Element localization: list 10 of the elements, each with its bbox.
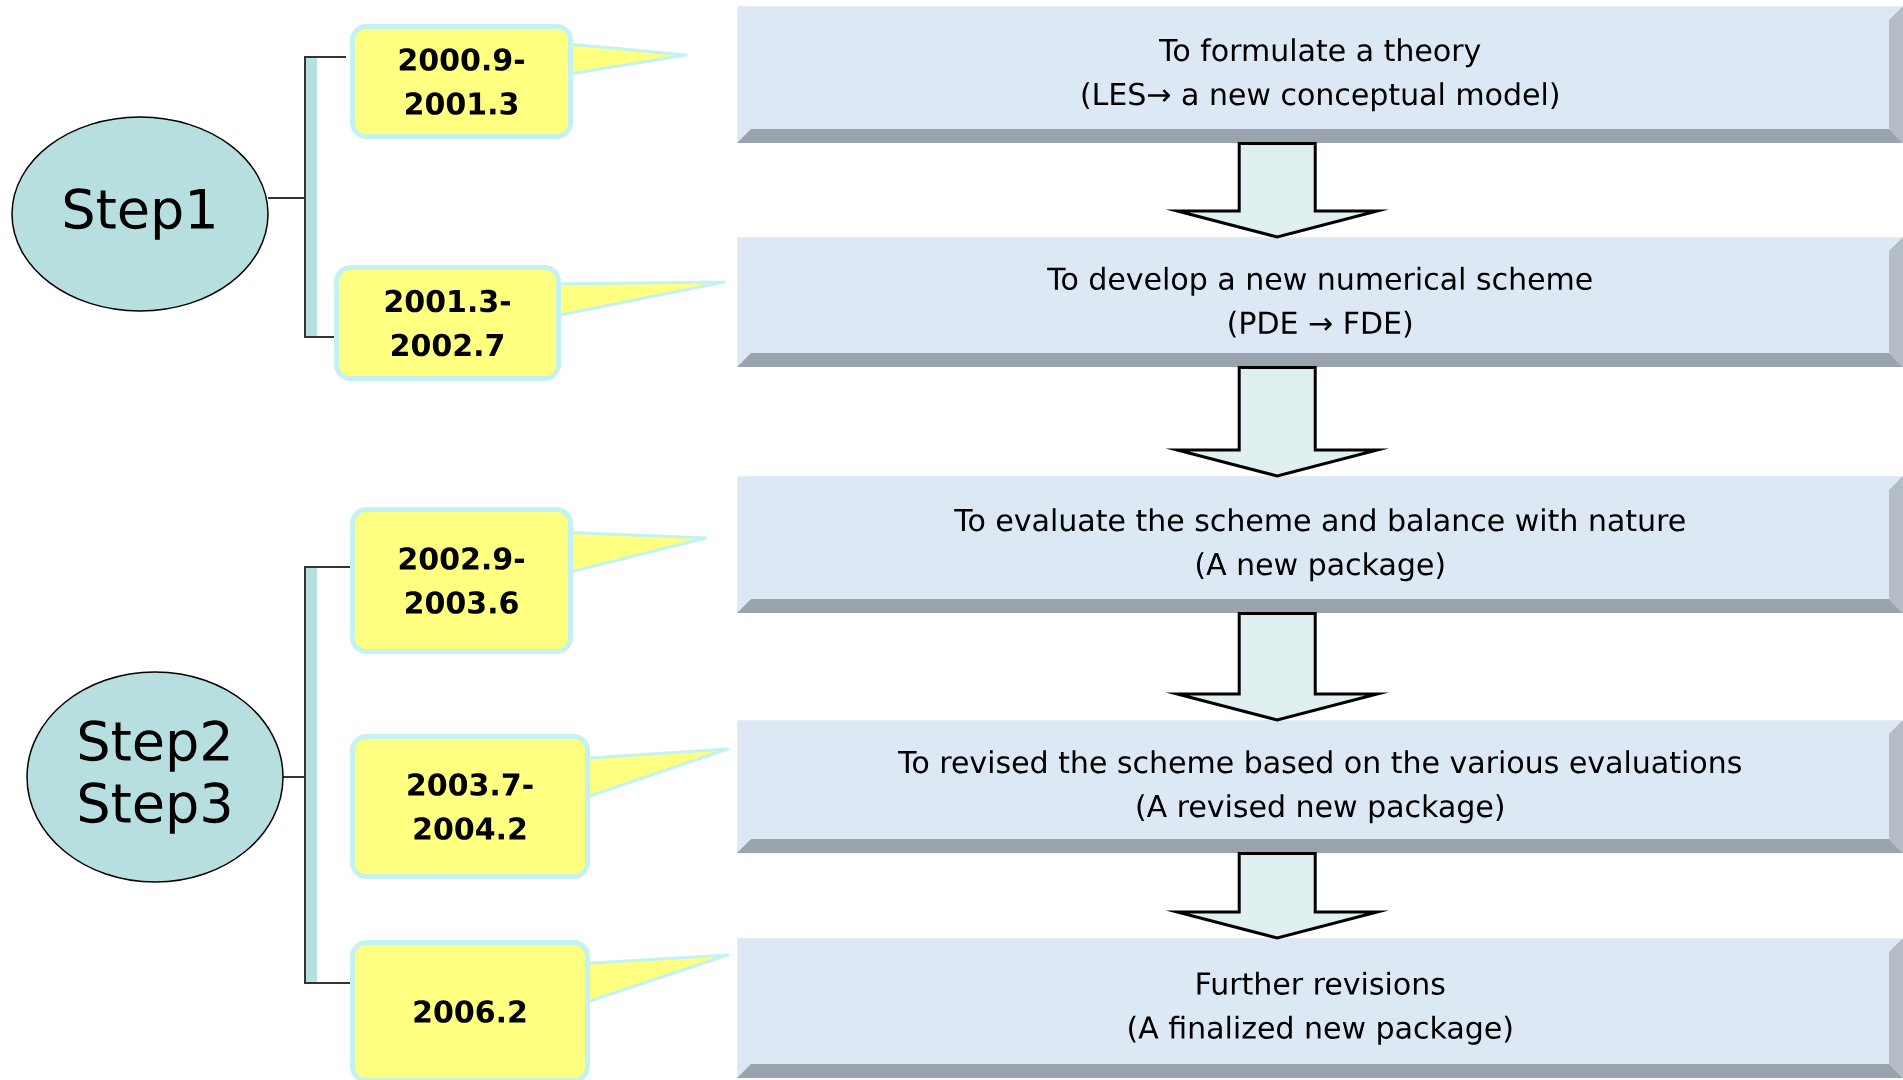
date-callout: 2003.7- 2004.2: [350, 734, 730, 879]
date-callout: 2002.9- 2003.6: [350, 507, 708, 654]
date-callout: 2000.9- 2001.3: [350, 24, 688, 139]
date-callout: 2001.3- 2002.7: [334, 265, 726, 381]
date-callout: 2006.2: [350, 940, 730, 1080]
process-box: To evaluate the scheme and balance with nature (A new package): [737, 476, 1903, 614]
process-box: To develop a new numerical scheme (PDE → FDE): [737, 237, 1903, 368]
process-box: To formulate a theory (LES→ a new conceptual model): [737, 6, 1903, 144]
process-box: To revised the scheme based on the various evaluations (A revised new package): [737, 720, 1903, 854]
process-box: Further revisions (A finalized new package): [737, 938, 1903, 1079]
